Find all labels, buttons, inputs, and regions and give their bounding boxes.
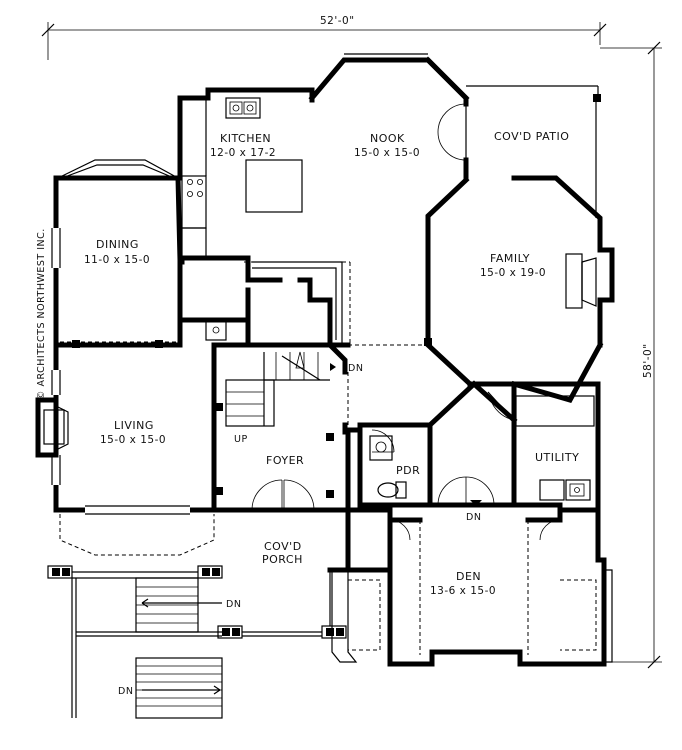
room-label-covd-patio: COV'D PATIO	[494, 130, 569, 143]
powder-room-fixtures	[369, 435, 407, 499]
windows	[51, 53, 428, 515]
kitchen-fixtures	[181, 97, 303, 341]
dining-bay-window	[57, 159, 179, 179]
room-size-den: 13-6 x 15-0	[430, 585, 496, 597]
room-label-utility: UTILITY	[535, 451, 579, 464]
stair-label-up: UP	[234, 434, 248, 445]
porch-stairs	[47, 565, 347, 719]
interior-walls	[177, 255, 563, 523]
depth-dimension-label: 58'-0"	[642, 343, 654, 378]
columns	[72, 338, 432, 498]
stair-outline	[225, 261, 343, 427]
exterior-walls	[53, 56, 615, 667]
credit-text: © ARCHITECTS NORTHWEST INC.	[36, 228, 47, 400]
den-doors	[389, 519, 561, 541]
room-label-pdr: PDR	[396, 464, 420, 477]
room-size-living: 15-0 x 15-0	[100, 434, 166, 446]
stair-label-dn-porch-upper: DN	[226, 599, 241, 610]
living-fireplace	[35, 397, 69, 458]
nook-patio-doors	[437, 103, 467, 161]
den-side-bays	[331, 569, 613, 663]
room-label-living: LIVING	[114, 419, 154, 432]
room-label-kitchen: KITCHEN	[220, 132, 271, 145]
room-size-nook: 15-0 x 15-0	[354, 147, 420, 159]
stair-label-dn-main: DN	[348, 363, 363, 374]
room-size-family: 15-0 x 19-0	[480, 267, 546, 279]
foyer-front-doors	[251, 479, 315, 511]
room-label-covd-porch-line2: PORCH	[262, 553, 303, 566]
family-fireplace	[565, 253, 597, 309]
width-dimension-label: 52'-0"	[320, 15, 355, 27]
room-label-nook: NOOK	[370, 132, 405, 145]
stair-label-dn-porch-lower: DN	[118, 686, 133, 697]
room-label-dining: DINING	[96, 238, 139, 251]
room-size-dining: 11-0 x 15-0	[84, 254, 150, 266]
hall-doors	[371, 429, 495, 506]
room-label-den: DEN	[456, 570, 481, 583]
dn-arrows	[330, 363, 482, 506]
room-label-covd-porch-line1: COV'D	[264, 540, 302, 553]
depth-dimension-line	[600, 41, 662, 669]
stair-label-dn-den: DN	[466, 512, 481, 523]
room-size-kitchen: 12-0 x 17-2	[210, 147, 276, 159]
width-dimension-line	[41, 22, 607, 60]
room-label-family: FAMILY	[490, 252, 530, 265]
room-label-foyer: FOYER	[266, 454, 304, 467]
utility-fixtures	[487, 391, 595, 501]
